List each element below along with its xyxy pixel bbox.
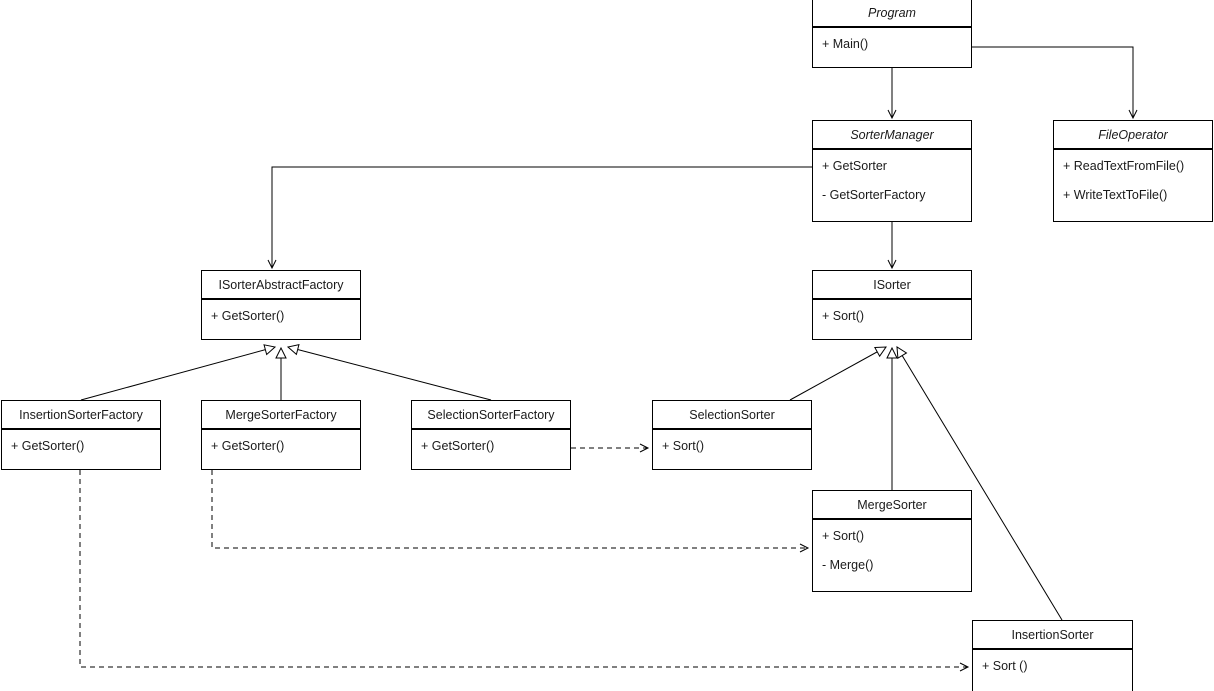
class-title-isorter_abstract_factory: ISorterAbstractFactory xyxy=(202,271,360,299)
class-title-merge_sorter_factory: MergeSorterFactory xyxy=(202,401,360,429)
uml-class-insertion_sorter[interactable]: InsertionSorter + Sort () xyxy=(972,620,1133,691)
uml-class-file_operator[interactable]: FileOperator + ReadTextFromFile() + WriteT… xyxy=(1053,120,1213,222)
class-member: + GetSorter() xyxy=(11,439,85,453)
relationship-mergesorterfactory-creates-mergesorter xyxy=(211,470,810,553)
class-member: + Sort () xyxy=(982,659,1028,673)
class-members-selection_sorter_factory: + GetSorter() xyxy=(412,429,570,460)
class-member: + GetSorter() xyxy=(421,439,495,453)
class-member: + ReadTextFromFile() xyxy=(1063,159,1185,173)
class-title-insertion_sorter_factory: InsertionSorterFactory xyxy=(2,401,160,429)
class-member: + GetSorter() xyxy=(211,309,285,323)
uml-class-isorter[interactable]: ISorter + Sort() xyxy=(812,270,972,340)
class-member: + Main() xyxy=(822,37,869,51)
class-member: + Sort() xyxy=(662,439,705,453)
uml-class-merge_sorter_factory[interactable]: MergeSorterFactory + GetSorter() xyxy=(201,400,361,470)
class-members-isorter: + Sort() xyxy=(813,299,971,330)
uml-class-selection_sorter[interactable]: SelectionSorter + Sort() xyxy=(652,400,812,470)
uml-class-sorter_manager[interactable]: SorterManager + GetSorter - GetSorterFacto… xyxy=(812,120,972,222)
class-members-sorter_manager: + GetSorter - GetSorterFactory xyxy=(813,149,971,209)
class-member: - Merge() xyxy=(822,558,874,572)
uml-class-merge_sorter[interactable]: MergeSorter + Sort() - Merge() xyxy=(812,490,972,592)
class-member: - GetSorterFactory xyxy=(822,188,926,202)
class-member: + Sort() xyxy=(822,309,865,323)
class-title-sorter_manager: SorterManager xyxy=(813,121,971,149)
class-members-insertion_sorter_factory: + GetSorter() xyxy=(2,429,160,460)
class-title-insertion_sorter: InsertionSorter xyxy=(973,621,1132,649)
class-member: + WriteTextToFile() xyxy=(1063,188,1168,202)
class-title-selection_sorter: SelectionSorter xyxy=(653,401,811,429)
class-members-insertion_sorter: + Sort () xyxy=(973,649,1132,680)
class-member: + GetSorter xyxy=(822,159,887,173)
uml-class-isorter_abstract_factory[interactable]: ISorterAbstractFactory + GetSorter() xyxy=(201,270,361,340)
relationship-selectionsorterfactory-inherits-isorterabstractfactory xyxy=(286,344,492,401)
class-title-merge_sorter: MergeSorter xyxy=(813,491,971,519)
class-members-selection_sorter: + Sort() xyxy=(653,429,811,460)
uml-class-selection_sorter_factory[interactable]: SelectionSorterFactory + GetSorter() xyxy=(411,400,571,470)
class-members-merge_sorter: + Sort() - Merge() xyxy=(813,519,971,579)
class-members-file_operator: + ReadTextFromFile() + WriteTextToFile() xyxy=(1054,149,1212,209)
class-members-isorter_abstract_factory: + GetSorter() xyxy=(202,299,360,330)
class-title-program: Program xyxy=(813,0,971,27)
relationship-selectionsorter-inherits-isorter xyxy=(789,346,887,401)
class-title-selection_sorter_factory: SelectionSorterFactory xyxy=(412,401,570,429)
relationship-program-to-fileoperator xyxy=(972,46,1138,120)
class-member: + GetSorter() xyxy=(211,439,285,453)
class-members-merge_sorter_factory: + GetSorter() xyxy=(202,429,360,460)
relationship-insertionsorterfactory-inherits-isorterabstractfactory xyxy=(80,344,277,401)
uml-class-program[interactable]: Program + Main() xyxy=(812,0,972,68)
class-member: + Sort() xyxy=(822,529,865,543)
class-members-program: + Main() xyxy=(813,27,971,58)
relationship-sortermanager-to-isorterabstractfactory xyxy=(267,166,812,270)
uml-class-insertion_sorter_factory[interactable]: InsertionSorterFactory + GetSorter() xyxy=(1,400,161,470)
class-title-file_operator: FileOperator xyxy=(1054,121,1212,149)
class-title-isorter: ISorter xyxy=(813,271,971,299)
